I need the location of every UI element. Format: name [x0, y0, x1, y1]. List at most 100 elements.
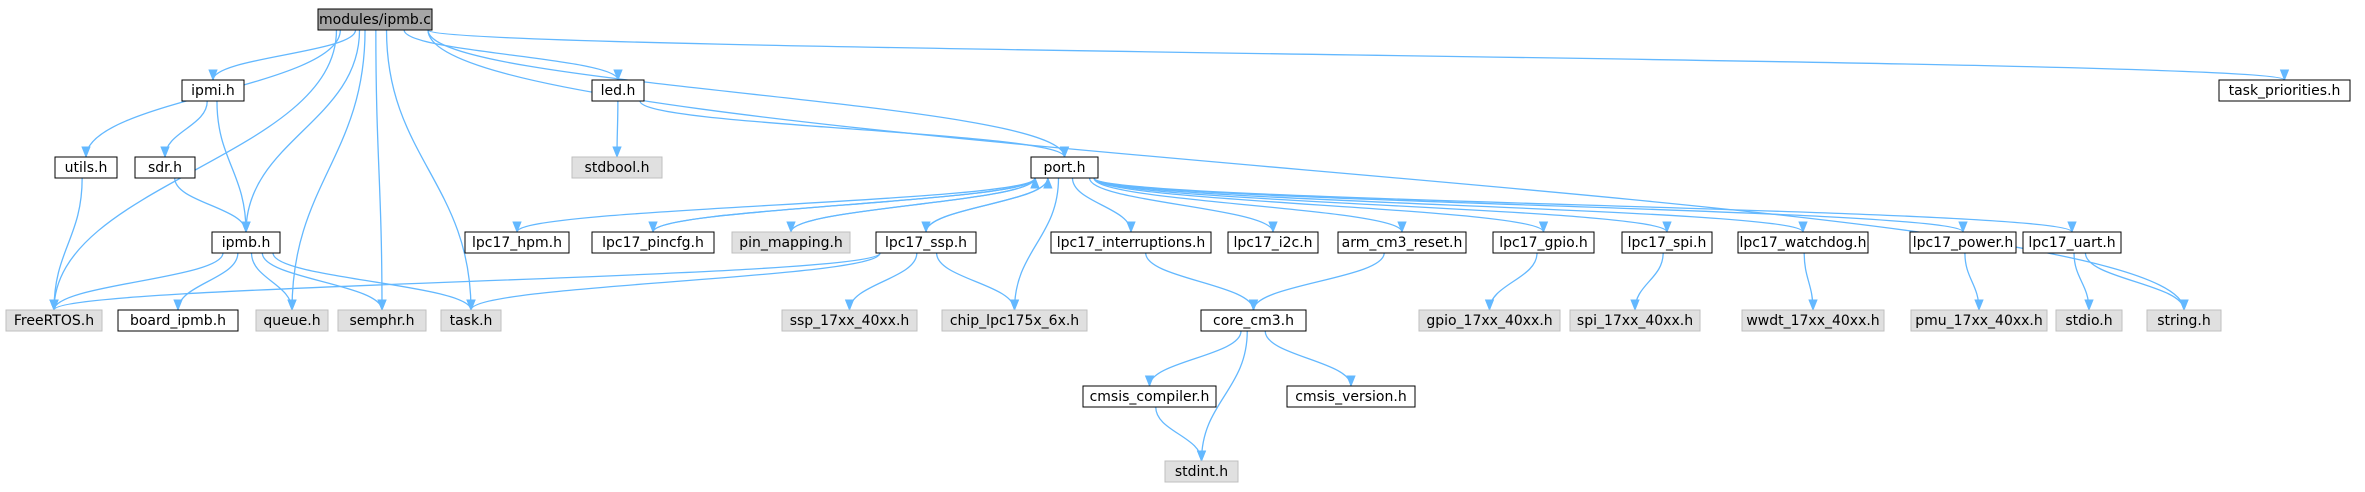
node-freertos_h[interactable]: FreeRTOS.h: [5, 309, 103, 332]
node-chip_h[interactable]: chip_lpc175x_6x.h: [941, 309, 1088, 332]
node-lpc17_power_h[interactable]: lpc17_power.h: [1909, 231, 2017, 254]
edge-ipmb_c-to-task_h: [385, 29, 476, 312]
node-label: lpc17_i2c.h: [1233, 235, 1312, 251]
node-led_h[interactable]: led.h: [591, 79, 645, 102]
edge-lpc17_ssp_h-to-freertos_h: [49, 252, 881, 312]
node-ssp_17xx_h[interactable]: ssp_17xx_40xx.h: [781, 309, 918, 332]
node-semphr_h[interactable]: semphr.h: [337, 309, 427, 332]
edge-led_h-to-port_h: [639, 100, 1070, 159]
node-label: pmu_17xx_40xx.h: [1915, 313, 2043, 329]
node-pin_mapping_h[interactable]: pin_mapping.h: [731, 231, 851, 254]
node-ipmi_h[interactable]: ipmi.h: [181, 79, 245, 102]
node-label: spi_17xx_40xx.h: [1577, 313, 1693, 329]
edge-lpc17_ssp_h-to-task_h: [466, 252, 881, 312]
edge-sdr_h-to-ipmb_h: [174, 177, 251, 234]
node-lpc17_watchdog_h[interactable]: lpc17_watchdog.h: [1737, 231, 1869, 254]
node-label: board_ipmb.h: [130, 313, 226, 329]
node-box: [1621, 231, 1713, 254]
node-utils_h[interactable]: utils.h: [54, 156, 118, 179]
node-box: [464, 231, 570, 254]
node-box: [1082, 385, 1217, 408]
edge-lpc17_interrupts_h-to-core_cm3_h: [1145, 252, 1259, 312]
node-box: [1492, 231, 1595, 254]
node-label: arm_cm3_reset.h: [1342, 235, 1463, 251]
node-cmsis_compiler_h[interactable]: cmsis_compiler.h: [1082, 385, 1217, 408]
node-box: [1910, 309, 2048, 332]
edge-port_h-to-lpc17_spi_h: [1093, 177, 1672, 234]
node-pmu_17xx_h[interactable]: pmu_17xx_40xx.h: [1910, 309, 2048, 332]
node-label: utils.h: [65, 160, 108, 176]
edge-lpc17_spi_h-to-spi_17xx_h: [1630, 252, 1664, 312]
node-gpio_17xx_h[interactable]: gpio_17xx_40xx.h: [1418, 309, 1561, 332]
node-lpc17_spi_h[interactable]: lpc17_spi.h: [1621, 231, 1713, 254]
edge-ipmb_h-to-board_ipmb_h: [173, 252, 239, 312]
node-lpc17_ssp_h[interactable]: lpc17_ssp.h: [875, 231, 977, 254]
edge-cmsis_compiler_h-to-stdint_h: [1155, 406, 1207, 463]
node-box: [2022, 231, 2122, 254]
node-lpc17_i2c_h[interactable]: lpc17_i2c.h: [1227, 231, 1319, 254]
node-lpc17_uart_h[interactable]: lpc17_uart.h: [2022, 231, 2122, 254]
edge-ipmb_h-to-freertos_h: [49, 252, 224, 312]
node-box: [181, 79, 245, 102]
node-label: port.h: [1043, 160, 1085, 176]
node-box: [337, 309, 427, 332]
node-label: queue.h: [263, 313, 320, 329]
node-arm_cm3_reset_h[interactable]: arm_cm3_reset.h: [1337, 231, 1467, 254]
node-cmsis_version_h[interactable]: cmsis_version.h: [1286, 385, 1416, 408]
node-port_h[interactable]: port.h: [1030, 156, 1099, 179]
edge-ipmb_h-to-queue_h: [250, 252, 297, 312]
node-label: lpc17_gpio.h: [1499, 235, 1588, 251]
node-queue_h[interactable]: queue.h: [255, 309, 329, 332]
node-task_h[interactable]: task.h: [440, 309, 502, 332]
node-label: chip_lpc175x_6x.h: [950, 313, 1079, 329]
node-label: lpc17_hpm.h: [472, 235, 562, 251]
edge-ipmb_c-to-task_priorities_h: [427, 29, 2289, 82]
node-board_ipmb_h[interactable]: board_ipmb.h: [117, 309, 239, 332]
node-label: cmsis_compiler.h: [1090, 389, 1210, 405]
node-stdio_h[interactable]: stdio.h: [2055, 309, 2123, 332]
node-core_cm3_h[interactable]: core_cm3.h: [1200, 309, 1307, 332]
edge-pin_mapping_h-to-port_h: [790, 176, 1040, 233]
node-box: [117, 309, 239, 332]
node-lpc17_interrupts_h[interactable]: lpc17_interruptions.h: [1050, 231, 1212, 254]
edge-ipmb_c-to-string_h: [427, 29, 2189, 312]
node-box: [571, 156, 663, 179]
node-box: [1337, 231, 1467, 254]
node-label: gpio_17xx_40xx.h: [1426, 313, 1552, 329]
node-ipmb_h[interactable]: ipmb.h: [211, 231, 281, 254]
node-lpc17_gpio_h[interactable]: lpc17_gpio.h: [1492, 231, 1595, 254]
edge-port_h-to-lpc17_gpio_h: [1093, 177, 1548, 234]
node-box: [1050, 231, 1212, 254]
node-label: lpc17_power.h: [1913, 235, 2014, 251]
node-box: [54, 156, 118, 179]
node-box: [1164, 460, 1239, 483]
node-box: [317, 8, 433, 31]
node-lpc17_hpm_h[interactable]: lpc17_hpm.h: [464, 231, 570, 254]
edge-lpc17_power_h-to-pmu_17xx_h: [1964, 252, 1984, 312]
node-box: [134, 156, 196, 179]
edge-ipmb_c-to-ipmi_h: [208, 29, 357, 82]
node-wwdt_17xx_h[interactable]: wwdt_17xx_40xx.h: [1741, 309, 1885, 332]
edge-lpc17_uart_h-to-string_h: [2084, 252, 2189, 312]
edge-lpc17_pincfg_h-to-port_h: [652, 176, 1040, 233]
node-label: sdr.h: [148, 160, 182, 176]
node-box: [941, 309, 1088, 332]
node-lpc17_pincfg_h[interactable]: lpc17_pincfg.h: [591, 231, 715, 254]
node-stdbool_h[interactable]: stdbool.h: [571, 156, 663, 179]
node-label: ipmi.h: [191, 83, 235, 99]
node-task_priorities_h[interactable]: task_priorities.h: [2218, 79, 2351, 102]
node-spi_17xx_h[interactable]: spi_17xx_40xx.h: [1569, 309, 1701, 332]
node-label: pin_mapping.h: [739, 235, 843, 251]
node-ipmb_c[interactable]: modules/ipmb.c: [317, 8, 433, 31]
edge-port_h-to-lpc17_i2c_h: [1088, 177, 1278, 234]
edge-led_h-to-stdbool_h: [612, 100, 622, 159]
edge-ipmb_c-to-semphr_h: [375, 29, 387, 312]
node-label: lpc17_spi.h: [1628, 235, 1707, 251]
node-box: [1286, 385, 1416, 408]
node-string_h[interactable]: string.h: [2146, 309, 2222, 332]
node-box: [1200, 309, 1307, 332]
node-box: [1030, 156, 1099, 179]
node-stdint_h[interactable]: stdint.h: [1164, 460, 1239, 483]
node-sdr_h[interactable]: sdr.h: [134, 156, 196, 179]
node-label: core_cm3.h: [1213, 313, 1294, 329]
